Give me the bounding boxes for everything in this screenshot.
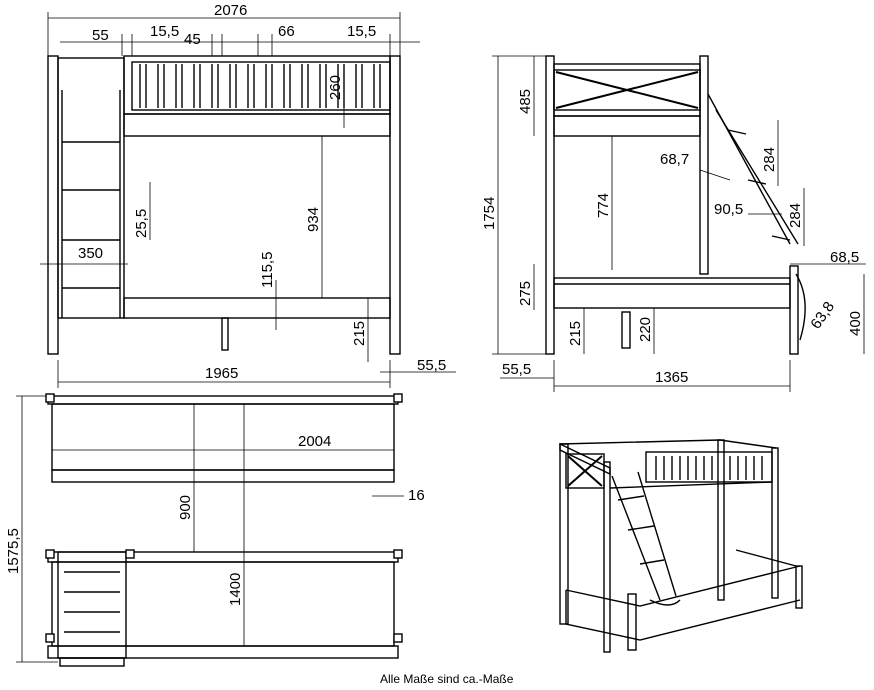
ladder-side bbox=[57, 57, 125, 319]
lower-mattress-area bbox=[51, 561, 395, 647]
side-view: 1754 485 774 275 68,7 284 284 90,5 68,5 … bbox=[481, 55, 866, 392]
top-view: 1575,5 2004 900 1400 16 bbox=[5, 393, 425, 667]
dim-upper-clearance: 934 bbox=[305, 207, 322, 232]
dim-rail-thickness: 16 bbox=[408, 487, 425, 504]
front-upper-frame bbox=[123, 113, 391, 137]
footnote: Alle Maße sind ca.-Maße bbox=[380, 672, 514, 686]
front-right-post bbox=[389, 55, 401, 355]
dim-ladder-width: 350 bbox=[78, 245, 103, 262]
dim-ladder-foot: 68,5 bbox=[830, 249, 859, 266]
side-left-post bbox=[545, 55, 555, 355]
dim-lower-frame-height: 275 bbox=[517, 281, 534, 306]
dim-rail-gap-left: 15,5 bbox=[150, 23, 179, 40]
dim-lower-leg-height: 215 bbox=[351, 321, 368, 346]
dim-side-foot-offset: 55,5 bbox=[502, 361, 531, 378]
dim-side-depth: 1365 bbox=[655, 369, 688, 386]
front-left-post bbox=[47, 55, 59, 355]
dim-slat-width: 66 bbox=[278, 23, 295, 40]
side-right-post bbox=[789, 265, 799, 355]
dim-inner-length: 1965 bbox=[205, 365, 238, 382]
dim-post-width: 55 bbox=[92, 27, 109, 44]
front-view: 2076 55 15,5 45 66 15,5 260 934 25,5 350… bbox=[40, 2, 456, 388]
dim-total-height: 1754 bbox=[481, 197, 498, 230]
dim-rail-gap-right: 15,5 bbox=[347, 23, 376, 40]
dim-ladder-rung-2: 284 bbox=[787, 203, 804, 228]
dim-front-foot-offset: 55,5 bbox=[417, 357, 446, 374]
dim-upper-width: 900 bbox=[177, 495, 194, 520]
dim-lower-rail-height: 115,5 bbox=[259, 252, 276, 288]
dim-ladder-depth: 90,5 bbox=[714, 201, 743, 218]
dim-side-leg-height: 215 bbox=[567, 321, 584, 346]
front-lower-rail bbox=[123, 297, 391, 319]
top-ladder bbox=[57, 551, 127, 659]
front-center-leg bbox=[221, 317, 229, 351]
dim-lower-width: 1400 bbox=[227, 573, 244, 606]
upper-mattress-area bbox=[51, 403, 395, 471]
side-mid-post bbox=[699, 55, 709, 275]
dim-overall-width: 2076 bbox=[214, 2, 247, 19]
dim-top-depth: 1575,5 bbox=[5, 528, 22, 574]
dim-upper-frame-height: 485 bbox=[517, 89, 534, 114]
dim-curve-radius: 63,8 bbox=[807, 299, 838, 333]
dim-guard-height: 260 bbox=[327, 75, 344, 100]
dim-mattress-length: 2004 bbox=[298, 433, 331, 450]
isometric-view bbox=[559, 439, 803, 653]
dim-middle-clearance: 774 bbox=[595, 193, 612, 218]
dim-drawer-gap: 220 bbox=[637, 317, 654, 342]
dim-ladder-rung-1: 284 bbox=[761, 147, 778, 172]
dim-ladder-step: 25,5 bbox=[133, 209, 150, 238]
dim-curve-height: 400 bbox=[847, 311, 864, 336]
dim-slat-gap: 45 bbox=[184, 31, 201, 48]
dim-ladder-angle: 68,7 bbox=[660, 151, 689, 168]
